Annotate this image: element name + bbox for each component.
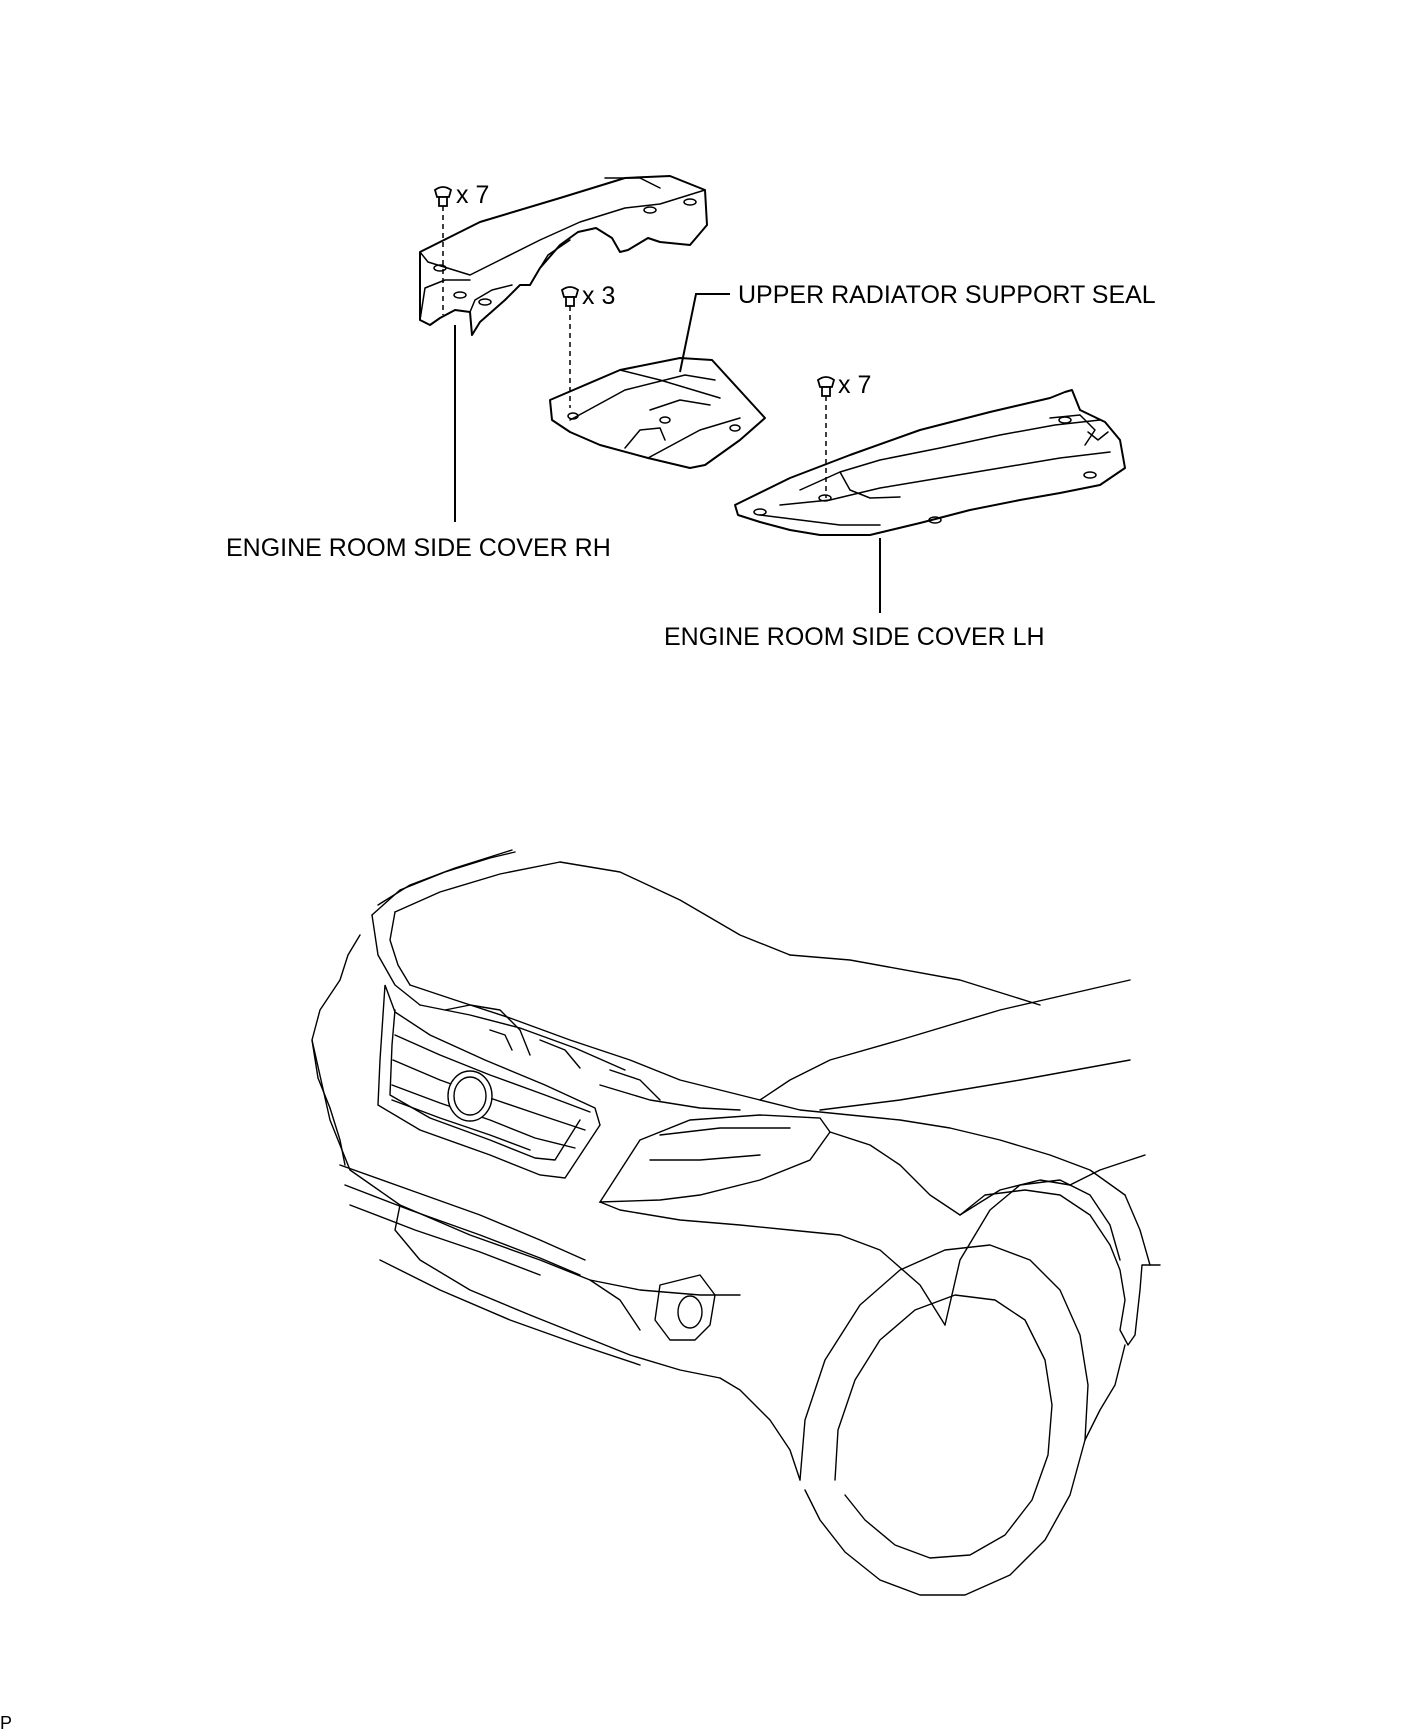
clip-qty-lh: x 7 <box>838 371 871 399</box>
leader-upper-seal <box>679 293 730 373</box>
label-engine-room-side-cover-rh: ENGINE ROOM SIDE COVER RH <box>226 534 611 562</box>
label-engine-room-side-cover-lh: ENGINE ROOM SIDE COVER LH <box>664 623 1045 651</box>
engine-room-side-cover-lh <box>734 389 1126 536</box>
upper-radiator-support-seal <box>549 357 766 469</box>
label-upper-radiator-support-seal: UPPER RADIATOR SUPPORT SEAL <box>738 281 1156 309</box>
clip-qty-seal: x 3 <box>582 282 615 310</box>
clip-icon-seal <box>560 286 580 408</box>
clip-icon-lh <box>816 376 836 498</box>
engine-room-side-cover-rh <box>419 175 708 336</box>
vehicle-front-illustration <box>311 849 1161 1596</box>
clip-icon-rh <box>433 186 453 315</box>
corner-mark: P <box>0 1713 12 1733</box>
clip-qty-rh: x 7 <box>456 181 489 209</box>
